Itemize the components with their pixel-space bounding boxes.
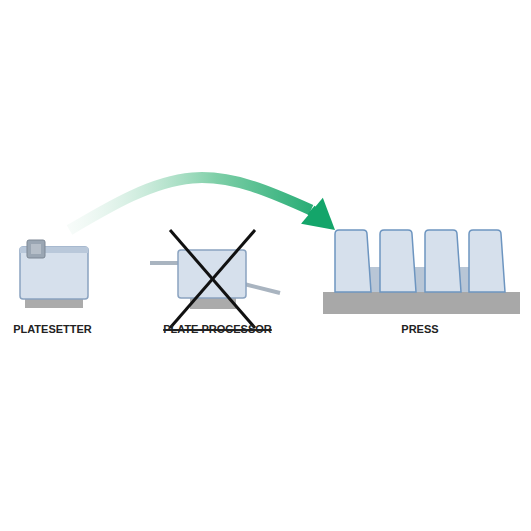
arrow-shaft xyxy=(311,210,313,212)
arrow-shaft xyxy=(70,178,312,230)
cross-out-line xyxy=(170,230,255,328)
print-unit xyxy=(469,230,505,292)
machine-label: PLATE PROCESSOR xyxy=(163,323,272,336)
machine-node: PLATESETTER xyxy=(10,228,95,338)
print-unit xyxy=(380,230,416,292)
machine-label: PLATESETTER xyxy=(13,323,92,336)
device-body xyxy=(178,250,246,298)
press-base xyxy=(323,292,520,314)
feed-rod xyxy=(150,261,180,265)
cross-out-line xyxy=(170,230,255,328)
platesetter-device xyxy=(20,240,88,308)
machine-label: PRESS xyxy=(401,323,438,336)
machine-node: PRESS xyxy=(320,226,520,338)
print-unit xyxy=(425,230,461,292)
output-rod xyxy=(244,284,280,293)
press-machine xyxy=(323,230,520,314)
device-panel-inner xyxy=(31,244,41,254)
print-unit xyxy=(335,230,371,292)
flow-arrow xyxy=(70,178,336,230)
plate-processor-device xyxy=(150,230,280,328)
machine-node: PLATE PROCESSOR xyxy=(150,228,285,338)
device-panel xyxy=(27,240,45,258)
arrow-head xyxy=(301,198,335,230)
